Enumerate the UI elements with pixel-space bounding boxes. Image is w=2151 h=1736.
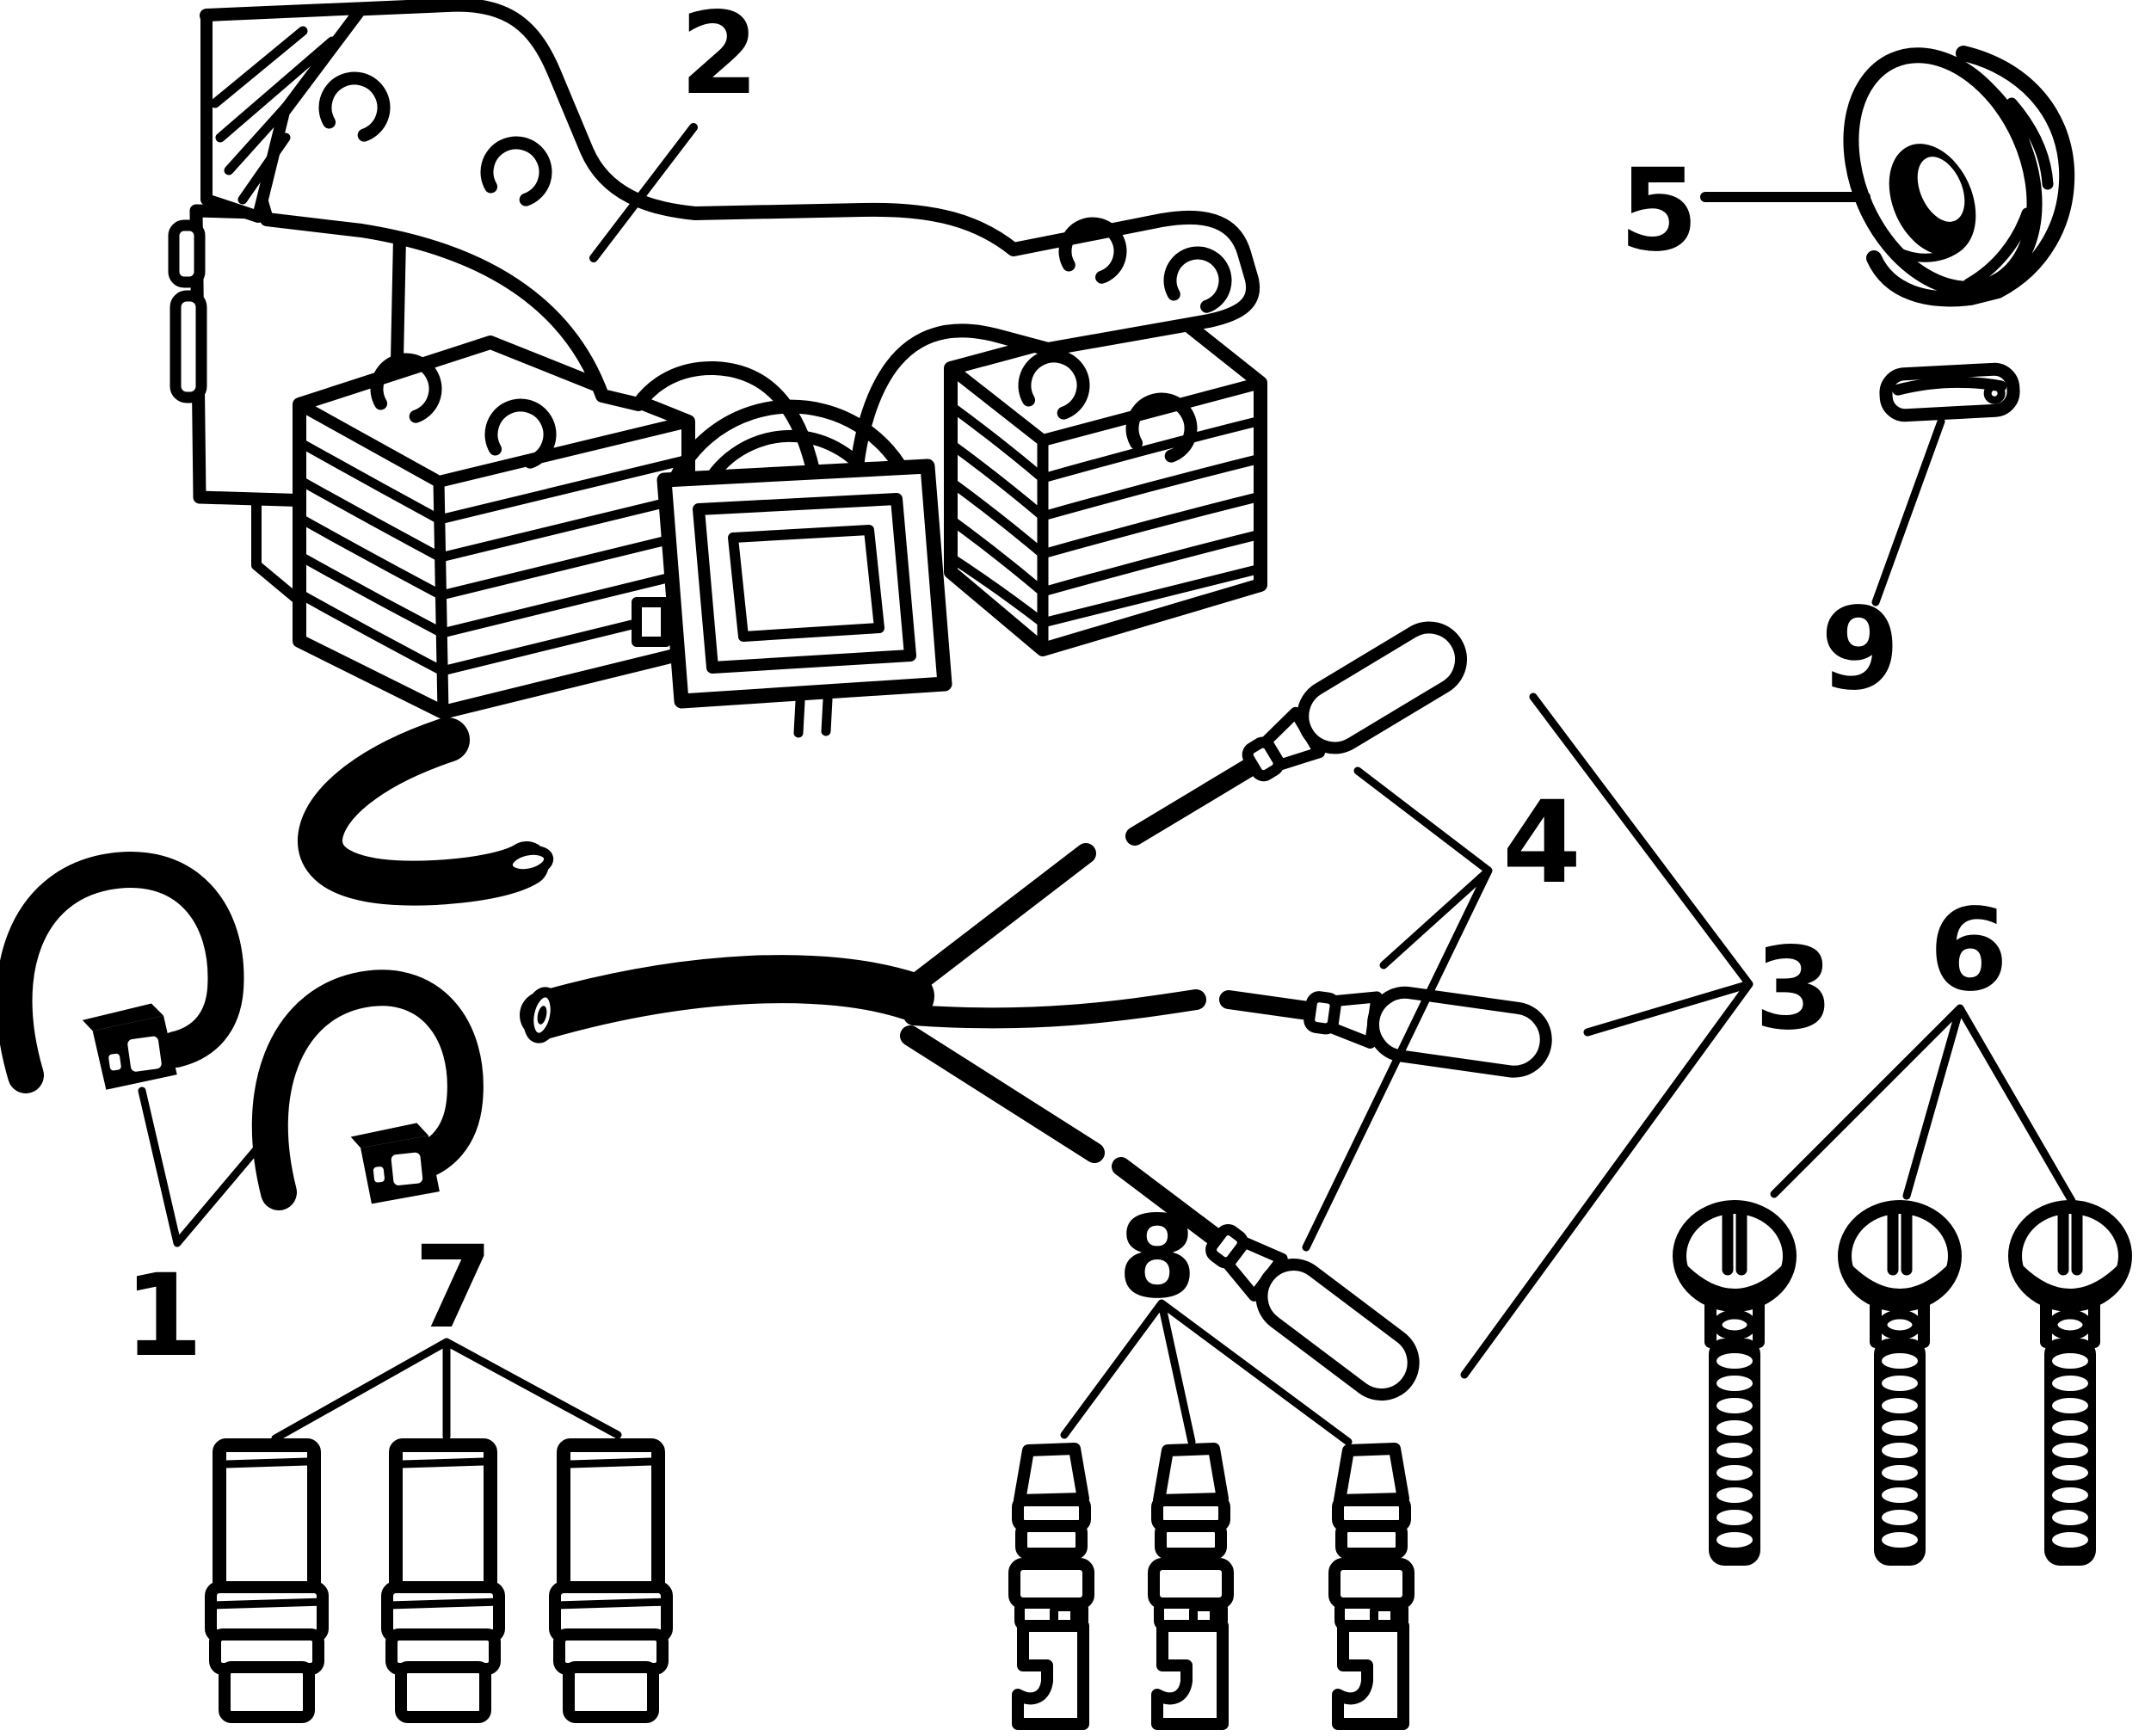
wire-bottom-core (911, 1033, 1094, 1154)
leader-6 (1770, 1004, 2076, 1205)
stator-top-plate (200, 0, 1260, 489)
terminal-bottom (1112, 1157, 1420, 1401)
terminal-middle (1219, 986, 1552, 1078)
right-stack-lamination (946, 477, 1266, 559)
leader-4 (1302, 766, 1493, 1252)
wire-middle-core (915, 994, 1195, 1022)
hole (1125, 392, 1198, 465)
callout-6: 6 (1929, 884, 2008, 1017)
wire-end (502, 845, 554, 879)
right-stack-lamination (946, 439, 1266, 521)
callout-labels: 1 2 3 4 5 6 7 8 9 (124, 0, 2008, 1382)
wire-harness-drawing (520, 621, 1552, 1401)
leader-7 (271, 1338, 622, 1443)
left-stack-lamination (294, 513, 693, 600)
leader-1 (138, 1087, 261, 1247)
bobbin-tab (632, 597, 671, 647)
side-plate-slot-upper (168, 219, 206, 288)
leader-8 (1060, 1299, 1353, 1446)
bullet-terminal (1148, 1443, 1234, 1730)
callout-4: 4 (1502, 777, 1581, 909)
grommet-rim-line (1973, 73, 2035, 166)
hatch-line (224, 79, 311, 175)
center-bobbin (632, 459, 952, 738)
harness-wires (898, 843, 1206, 1163)
left-stack-lamination (294, 588, 693, 676)
grommet-hole (1917, 157, 1965, 222)
arch-outer (664, 399, 915, 496)
wire-top-core (909, 853, 1085, 990)
hole (484, 398, 557, 471)
callout-5: 5 (1619, 145, 1698, 277)
plate-hatched-end (200, 3, 367, 223)
hatch-line (215, 36, 337, 143)
stator-lead-wire (298, 717, 554, 906)
cable-end-hole (537, 1006, 547, 1025)
screw (1838, 1200, 1962, 1566)
hole (480, 136, 552, 208)
cable-core (535, 968, 917, 1027)
screw (1673, 1200, 1797, 1566)
screws-drawing (1673, 1200, 2132, 1566)
tie-head (350, 1123, 440, 1204)
terminal-top (1125, 621, 1468, 846)
grommet-rim-line (1963, 207, 2033, 290)
cable-tie-left (0, 852, 244, 1093)
grommet-drawing (1843, 46, 2075, 307)
wire-outline (298, 717, 549, 906)
right-pole-stack (944, 303, 1267, 656)
callout-8: 8 (1118, 1191, 1197, 1324)
right-stack-lamination (946, 514, 1266, 597)
right-stack-lamination (946, 401, 1266, 483)
sleeve (205, 1438, 329, 1723)
left-stack-lamination (294, 551, 693, 638)
hole (1018, 349, 1090, 422)
stator-assembly-drawing (168, 0, 1267, 906)
hatch-line (237, 132, 291, 205)
pin-drawing (1879, 362, 2020, 422)
hole (1163, 246, 1232, 315)
leader-3 (1460, 693, 1753, 1379)
pin-end-dot (1983, 382, 2006, 404)
bobbin-hole (728, 525, 884, 642)
center-arch (664, 399, 915, 496)
bobbin-ticks (793, 694, 833, 738)
hatch-line (210, 26, 308, 108)
leader-9 (1871, 417, 1945, 606)
bullet-terminals-drawing (1008, 1443, 1414, 1730)
left-stack-lamination (294, 475, 693, 563)
sleeve (549, 1438, 673, 1723)
left-pole-stack (293, 336, 695, 719)
hole (1058, 217, 1127, 286)
grommet-rim-line (2006, 97, 2054, 190)
grommet-highlight (1893, 242, 1964, 262)
right-stack-lamination (946, 552, 1266, 628)
leader-lines (138, 123, 2076, 1446)
callout-3: 3 (1754, 923, 1834, 1056)
arch-inner (700, 429, 878, 493)
hole (318, 71, 391, 144)
callout-9: 9 (1821, 583, 1900, 716)
sleeve (381, 1438, 505, 1723)
cable-tie-right (251, 970, 484, 1210)
leader-2 (589, 123, 698, 262)
mounting-holes (318, 71, 1232, 471)
side-plate-slot-lower (169, 290, 207, 403)
screw (2008, 1200, 2132, 1566)
bullet-terminal (1328, 1443, 1414, 1730)
bullet-terminal (1008, 1443, 1094, 1730)
hole (370, 353, 442, 425)
callout-2: 2 (680, 0, 759, 120)
side-plate-lower-edge (251, 498, 308, 609)
callout-1: 1 (124, 1250, 203, 1382)
left-stack-lamination (294, 437, 693, 525)
callout-7: 7 (414, 1222, 493, 1354)
wire-core (309, 729, 538, 895)
sleeves-drawing (205, 1438, 673, 1723)
tie-head (82, 1003, 177, 1090)
